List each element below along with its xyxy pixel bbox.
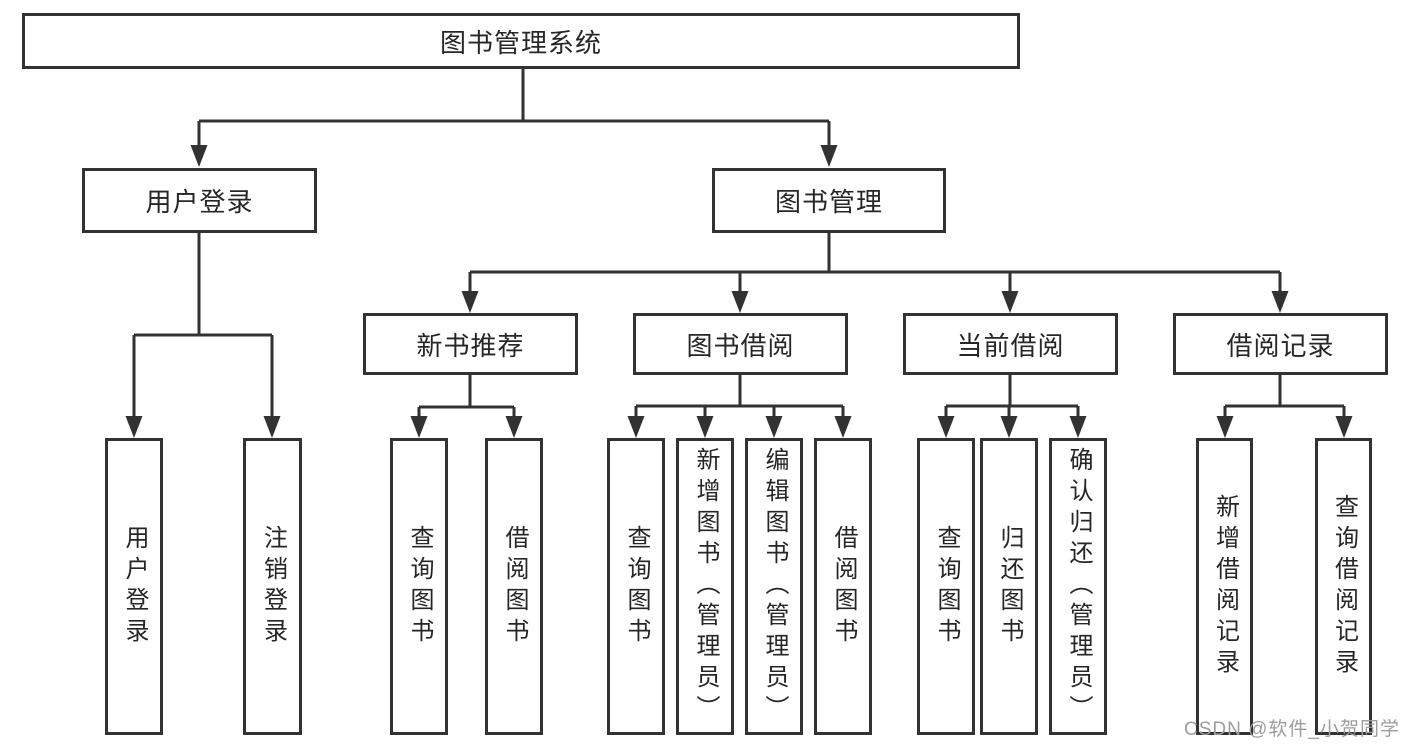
edge-root-to-level2 (190, 69, 838, 167)
leaf-recommend-query-books-label: 查询图书 (406, 524, 433, 649)
leaf-current-return-books: 归还图书 (980, 438, 1038, 735)
edge-recommend-to-leaves (410, 375, 523, 438)
node-book-management: 图书管理 (712, 168, 946, 233)
leaf-borrowing-edit-books-admin: 编辑图书（管理员） (745, 438, 803, 735)
leaf-borrowing-add-books-admin: 新增图书（管理员） (676, 438, 734, 735)
leaf-logout-label: 注销登录 (259, 524, 287, 649)
edge-borrowing-to-leaves (627, 375, 852, 438)
leaf-user-login-label: 用户登录 (121, 524, 148, 649)
edge-book-mgmt-to-level3 (461, 233, 1289, 313)
leaf-current-query-books: 查询图书 (917, 438, 975, 735)
edge-records-to-leaves (1216, 375, 1353, 438)
leaf-logout: 注销登录 (243, 438, 302, 735)
leaf-borrowing-borrow-books-label: 借阅图书 (830, 524, 857, 649)
node-book-management-label: 图书管理 (774, 187, 883, 217)
leaf-records-query-record-label: 查询借阅记录 (1330, 493, 1358, 680)
leaf-user-login: 用户登录 (105, 438, 163, 735)
node-book-borrowing-label: 图书借阅 (686, 330, 795, 361)
leaf-recommend-borrow-books-label: 借阅图书 (501, 524, 528, 649)
node-root: 图书管理系统 (22, 13, 1020, 69)
leaf-borrowing-query-books: 查询图书 (607, 438, 665, 735)
edge-user-login-to-leaves (125, 233, 281, 438)
node-current-borrowing-label: 当前借阅 (956, 330, 1065, 361)
leaf-borrowing-query-books-label: 查询图书 (623, 524, 650, 649)
node-borrowing-records: 借阅记录 (1173, 313, 1388, 375)
node-user-login-label: 用户登录 (145, 187, 254, 217)
node-new-book-recommend-label: 新书推荐 (416, 330, 525, 361)
node-current-borrowing: 当前借阅 (903, 313, 1118, 375)
node-borrowing-records-label: 借阅记录 (1226, 330, 1335, 361)
leaf-records-query-record: 查询借阅记录 (1315, 438, 1372, 735)
leaf-records-add-record: 新增借阅记录 (1196, 438, 1253, 735)
node-user-login: 用户登录 (82, 168, 317, 233)
leaf-records-add-record-label: 新增借阅记录 (1211, 493, 1239, 680)
leaf-borrowing-edit-books-admin-label: 编辑图书（管理员） (761, 447, 788, 726)
leaf-borrowing-borrow-books: 借阅图书 (814, 438, 872, 735)
leaf-current-return-books-label: 归还图书 (996, 524, 1023, 649)
leaf-current-query-books-label: 查询图书 (933, 524, 960, 649)
watermark: CSDN @软件_小贺同学 (1184, 719, 1400, 740)
leaf-current-confirm-return-admin: 确认归还（管理员） (1049, 438, 1107, 735)
node-new-book-recommend: 新书推荐 (363, 313, 578, 375)
leaf-borrowing-add-books-admin-label: 新增图书（管理员） (692, 447, 719, 726)
leaf-recommend-borrow-books: 借阅图书 (485, 438, 543, 735)
leaf-recommend-query-books: 查询图书 (390, 438, 448, 735)
node-root-label: 图书管理系统 (439, 27, 602, 58)
leaf-current-confirm-return-admin-label: 确认归还（管理员） (1065, 447, 1092, 726)
edge-current-to-leaves (937, 375, 1087, 438)
node-book-borrowing: 图书借阅 (633, 313, 848, 375)
